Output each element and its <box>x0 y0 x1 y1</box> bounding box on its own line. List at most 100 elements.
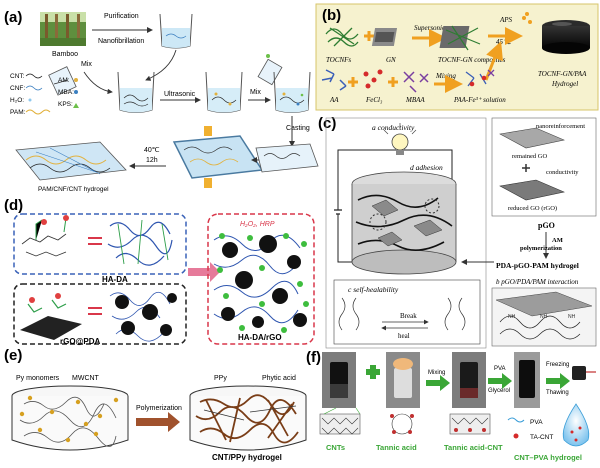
mix2-label: Mix <box>250 89 261 96</box>
cnts-label: CNTs <box>326 443 345 452</box>
nanofibrillation-label: Nanofibrillation <box>98 38 144 45</box>
panel-b: (b) TOCNFs GN Supersonic TOCNF-GN compos… <box>315 3 599 111</box>
paa-fe-solution <box>465 69 495 87</box>
f-mixing-label: Mixing <box>428 370 445 376</box>
legend-kps: KPS: <box>58 101 73 108</box>
freeze-vial-photo <box>514 352 540 408</box>
panel-a: (a) Bamboo Purification Nanofibrillation… <box>4 9 319 193</box>
legend-mba: MBA: <box>58 89 74 96</box>
thawing-label: Thawing <box>546 390 569 396</box>
tocnf-gn-composite <box>439 25 481 51</box>
mwcnt-label: MWCNT <box>72 375 100 382</box>
tocnf-fibers <box>325 27 359 47</box>
aa-label: AA <box>329 96 339 104</box>
remained-go-sheet <box>499 127 565 149</box>
hydrogel-photo <box>572 366 596 380</box>
svg-text:NH: NH <box>568 314 576 320</box>
hada-rgo-box <box>207 213 315 345</box>
hada-structure <box>21 215 69 257</box>
reduced-go-label: reduced GO (rGO) <box>508 205 557 212</box>
beaker-cnt <box>48 66 77 96</box>
f-pva-label: PVA <box>494 366 506 372</box>
conductivity-note: conductivity <box>546 169 579 176</box>
svg-text:NH: NH <box>540 314 548 320</box>
panel-c: (c) a conductivity d adhesion c self-hea… <box>318 115 597 349</box>
tannic-molecule-schematic <box>390 413 414 435</box>
solution-label: PAA-Fe³⁺ solution <box>453 96 506 104</box>
casting-mold <box>172 126 264 188</box>
mixing-arrow <box>426 375 450 391</box>
f-legend: PVA TA-CNT <box>507 417 553 441</box>
mbaa-label: MBAA <box>405 96 425 104</box>
cnt-pva-label: CNT–PVA hydrogel <box>514 453 582 462</box>
freeze-arrow <box>546 373 570 389</box>
aa-monomer <box>321 69 347 91</box>
interaction-label: b pGO/PDA/PAM interaction <box>496 278 579 286</box>
casting-plate <box>255 143 319 173</box>
polymerization-label: polymerization <box>520 245 562 252</box>
panel-label: (f) <box>306 349 321 366</box>
panel-label: (a) <box>4 9 22 26</box>
combine-arrow <box>188 262 220 282</box>
legend-pam: PAM: <box>10 109 26 116</box>
casting-label: Casting <box>286 125 310 132</box>
gn-label: GN <box>386 56 396 64</box>
tocnf-gn-paa-hydrogel-photo <box>542 20 590 54</box>
mix1-label: Mix <box>81 61 92 68</box>
ppy-label: PPy <box>214 375 227 382</box>
legend-cnt: CNT: <box>10 73 25 80</box>
freezing-label: Freezing <box>546 362 569 368</box>
cnt-ppy-label: CNT/PPy hydrogel <box>212 453 282 462</box>
panel-label: (e) <box>4 347 22 364</box>
beaker-monomer <box>257 58 283 86</box>
precursor-cylinder <box>11 385 129 451</box>
hada-rgo-label: HA-DA/rGO <box>238 333 282 342</box>
pda-pgo-pam-label: PDA-pGO-PAM hydrogel <box>496 261 579 270</box>
beaker-mixed <box>117 71 155 113</box>
fecl3-ions <box>363 69 383 89</box>
hada-rgo-network <box>213 233 309 333</box>
selfheal-label: c self-healability <box>348 285 399 294</box>
conductivity-label: a conductivity <box>372 123 415 132</box>
svg-text:NH: NH <box>508 314 516 320</box>
temp-label: 40℃ <box>144 147 160 154</box>
beaker-dispersed <box>205 71 243 113</box>
panel-d: (d) HA-DA rGO@PDA H₂O₂, <box>4 197 315 346</box>
panel-a-legend: CNT: CNF: H₂O: PAM: AM: MBA: KPS: <box>10 73 79 116</box>
panel-label: (b) <box>322 7 341 24</box>
legend-am: AM: <box>58 77 70 84</box>
hydrogel-cylinder <box>351 171 457 275</box>
aps-label: APS <box>499 16 513 24</box>
cnt-ppy-cylinder <box>189 385 307 451</box>
selfheal-box <box>333 279 481 345</box>
tannic-cnt-vial-photo <box>452 352 486 408</box>
cnts-vial-photo <box>322 352 356 408</box>
phytic-label: Phytic acid <box>262 375 296 382</box>
pam-cnf-cnt-hydrogel <box>15 141 127 181</box>
composite-label: TOCNF-GN composites <box>438 56 506 64</box>
tannic-label: Tannic acid <box>376 443 417 452</box>
legend-h2o: H₂O: <box>10 97 24 104</box>
adhesion-label: d adhesion <box>410 163 443 172</box>
mbaa-crosslinker <box>403 71 429 93</box>
tocnfs-label: TOCNFs <box>326 56 351 64</box>
supersonic-label: Supersonic <box>414 24 446 32</box>
bamboo-label: Bamboo <box>52 51 78 58</box>
b-product-line1: TOCNF-GN/PAA <box>538 70 587 78</box>
pgo-label: pGO <box>538 221 555 230</box>
polymerization-arrow <box>136 412 180 432</box>
e-polymerization-label: Polymerization <box>136 405 182 412</box>
legend-pva: PVA <box>530 419 543 426</box>
rgopda-label: rGO@PDA <box>60 337 100 346</box>
purification-label: Purification <box>104 13 139 20</box>
beaker-cnf <box>159 13 193 49</box>
hada-label: HA-DA <box>102 275 128 284</box>
panel-label: (d) <box>4 197 23 214</box>
ultrasonic-label: Ultrasonic <box>164 91 196 98</box>
break-label: Break <box>400 312 417 320</box>
panel-e: (e) Py monomers MWCNT Polymerization PPy… <box>4 347 307 462</box>
cnt-tube-schematic <box>319 413 361 435</box>
reduced-go-sheet <box>499 179 565 201</box>
battery-icon <box>334 209 342 215</box>
